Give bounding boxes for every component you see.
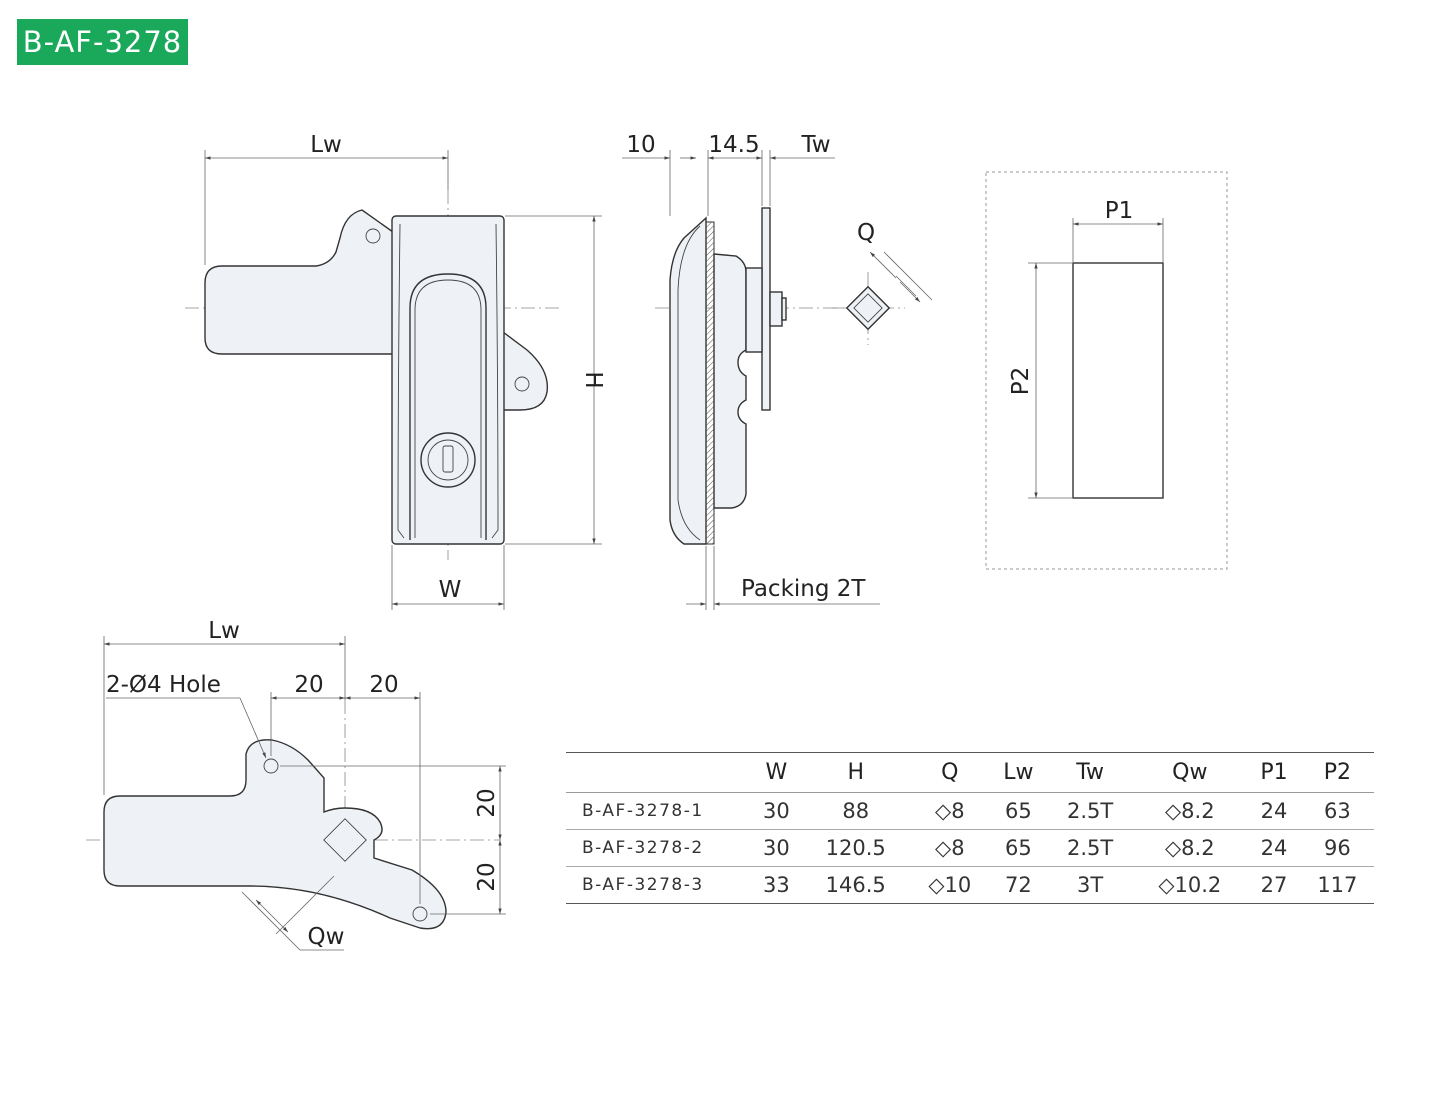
table-cell: ◇8 (910, 829, 989, 867)
table-cell-model: B-AF-3278-2 (566, 829, 752, 867)
front-h-label: H (580, 371, 606, 388)
cam-hole-label: 2-Ø4 Hole (106, 672, 221, 698)
table-cell: ◇10.2 (1132, 866, 1248, 904)
table-header: P2 (1300, 752, 1374, 793)
table-header (566, 752, 752, 793)
side-tw-label: Tw (800, 132, 830, 158)
cutout-p1-label: P1 (1105, 198, 1134, 224)
table-cell: 120.5 (800, 829, 911, 867)
table-cell: 65 (988, 792, 1048, 830)
table-cell: 63 (1300, 792, 1374, 830)
side-packing-label: Packing 2T (741, 576, 866, 602)
table-cell: 146.5 (800, 866, 911, 904)
cam-dim-20-c: 20 (474, 788, 500, 817)
table-cell: ◇10 (910, 866, 989, 904)
front-w-label: W (439, 577, 462, 603)
cutout-p2-label: P2 (1008, 367, 1034, 396)
side-dim-14-5: 14.5 (708, 132, 759, 158)
table-cell: ◇8 (910, 792, 989, 830)
table-row: B-AF-3278-3 33 146.5 ◇10 72 3T ◇10.2 27 … (566, 866, 1374, 904)
table-header: W (752, 752, 801, 793)
table-cell: 33 (752, 866, 801, 904)
table-cell: 24 (1247, 829, 1301, 867)
table-header: Qw (1132, 752, 1248, 793)
table-header: Q (910, 752, 989, 793)
cam-dim-20-a: 20 (294, 672, 323, 698)
cam-dim-20-d: 20 (474, 862, 500, 891)
table-row: B-AF-3278-2 30 120.5 ◇8 65 2.5T ◇8.2 24 … (566, 829, 1374, 867)
table-header: H (800, 752, 911, 793)
table-cell: 96 (1300, 829, 1374, 867)
table-row: B-AF-3278-1 30 88 ◇8 65 2.5T ◇8.2 24 63 (566, 792, 1374, 830)
spec-table: W H Q Lw Tw Qw P1 P2 B-AF-3278-1 30 88 ◇… (566, 752, 1374, 904)
table-cell: ◇8.2 (1132, 792, 1248, 830)
cam-qw-label: Qw (308, 924, 345, 950)
table-cell: 2.5T (1047, 829, 1133, 867)
table-cell: 117 (1300, 866, 1374, 904)
table-cell: 3T (1047, 866, 1133, 904)
cam-dim-20-b: 20 (369, 672, 398, 698)
side-q-label: Q (857, 220, 875, 246)
cam-view: Lw 2-Ø4 Hole 20 20 20 20 Qw (86, 618, 506, 951)
table-cell: 65 (988, 829, 1048, 867)
front-lw-label: Lw (310, 132, 342, 158)
front-view: Lw H W (185, 132, 606, 610)
side-view: 10 14.5 Tw Packing 2T Q (622, 132, 933, 610)
table-cell: 88 (800, 792, 911, 830)
table-cell: ◇8.2 (1132, 829, 1248, 867)
table-cell-model: B-AF-3278-3 (566, 866, 752, 904)
table-header: Tw (1047, 752, 1133, 793)
table-cell: 24 (1247, 792, 1301, 830)
table-header: Lw (988, 752, 1048, 793)
table-cell: 27 (1247, 866, 1301, 904)
table-cell: 30 (752, 829, 801, 867)
table-header: P1 (1247, 752, 1301, 793)
table-header-row: W H Q Lw Tw Qw P1 P2 (566, 752, 1374, 793)
model-badge: B-AF-3278 (17, 19, 188, 65)
side-dim-10: 10 (626, 132, 655, 158)
table-cell: 30 (752, 792, 801, 830)
cutout-view: P1 P2 (985, 171, 1228, 570)
table-cell: 72 (988, 866, 1048, 904)
cam-lw-label: Lw (208, 618, 240, 644)
table-cell: 2.5T (1047, 792, 1133, 830)
table-cell-model: B-AF-3278-1 (566, 792, 752, 830)
